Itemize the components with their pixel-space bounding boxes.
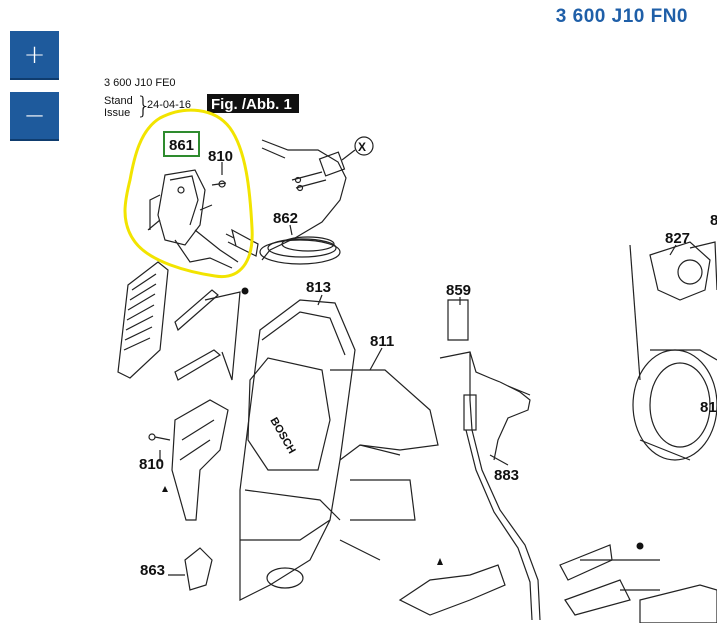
part-label-811[interactable]: 811: [370, 333, 394, 350]
stand-label: Stand: [104, 95, 133, 107]
part-label-810-lower[interactable]: 810: [139, 456, 164, 473]
part-label-883[interactable]: 883: [494, 467, 519, 484]
part-827-drawing: [629, 241, 717, 381]
issue-label: Issue: [104, 107, 130, 119]
housing-brand-logo: BOSCH: [267, 416, 297, 456]
right-housing-drawing: [632, 349, 717, 461]
part-label-x[interactable]: X: [358, 140, 366, 154]
callout-x-circle: [354, 136, 374, 156]
part-861-drawing: [147, 169, 239, 269]
zoom-in-button[interactable]: +: [10, 31, 59, 78]
part-label-810-top[interactable]: 810: [208, 148, 233, 165]
part-861-box: [163, 131, 200, 157]
part-label-862[interactable]: 862: [273, 210, 298, 227]
model-number: 3 600 J10 FE0: [104, 77, 176, 89]
part-number-header: 3 600 J10 FN0: [555, 6, 688, 27]
side-cover-drawing: [148, 399, 229, 521]
hose-drawing: [439, 299, 541, 621]
highlight-circle: [123, 108, 254, 279]
part-label-8-partial[interactable]: 8: [710, 212, 717, 229]
part-label-861[interactable]: 861: [169, 137, 194, 154]
issue-date: 24-04-16: [147, 99, 191, 111]
main-housing-drawing: [239, 299, 439, 601]
zoom-out-button[interactable]: −: [10, 92, 59, 139]
part-label-813[interactable]: 813: [306, 279, 331, 296]
part-label-827[interactable]: 827: [665, 230, 690, 247]
svg-text:}: }: [136, 92, 151, 120]
grill-panel-drawing: [117, 261, 169, 379]
figure-label: Fig. /Abb. 1: [211, 96, 292, 113]
part-863-drawing: [184, 547, 213, 591]
part-label-859[interactable]: 859: [446, 282, 471, 299]
part-label-863[interactable]: 863: [140, 562, 165, 579]
part-label-81-partial[interactable]: 81: [700, 399, 717, 416]
part-862-cable-drawing: [225, 139, 347, 265]
